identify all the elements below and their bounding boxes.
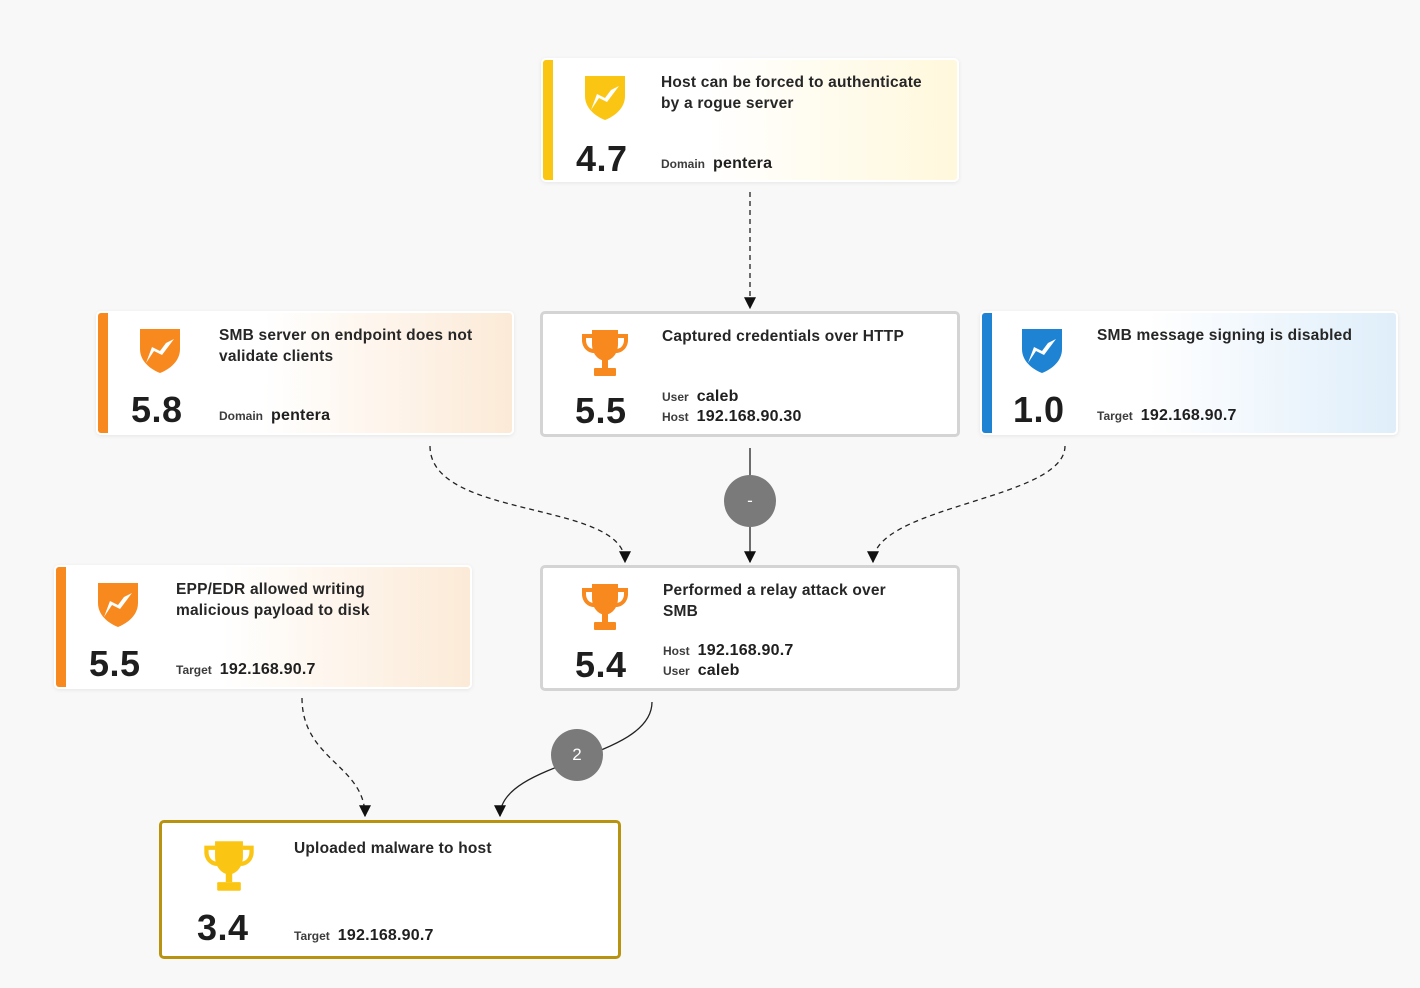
edge-smb-server-to-relay [429, 445, 631, 564]
score: 5.8 [131, 389, 183, 430]
node-title: Host can be forced to authenticate by a … [661, 74, 922, 112]
meta-row: Host 192.168.90.30 [662, 408, 802, 425]
meta-value: caleb [696, 388, 739, 405]
meta-key: Host [663, 644, 690, 658]
meta-value: 192.168.90.7 [337, 927, 434, 944]
meta-key: User [662, 390, 689, 404]
node-title: Performed a relay attack over SMB [663, 582, 886, 620]
trophy-icon [578, 580, 632, 634]
score: 5.5 [89, 643, 141, 684]
shield-icon [136, 325, 184, 375]
node-relay-attack[interactable]: 5.4 Performed a relay attack over SMB Ho… [540, 565, 960, 691]
shield-icon [94, 579, 142, 629]
node-meta: Target 192.168.90.7 [1097, 407, 1237, 424]
shield-icon [581, 72, 629, 122]
meta-value: 192.168.90.7 [697, 642, 794, 659]
node-captured-credentials[interactable]: 5.5 Captured credentials over HTTP User … [540, 311, 960, 437]
score: 5.4 [575, 644, 627, 685]
edge-badge-relay-to-upload[interactable]: 2 [551, 729, 603, 781]
edge-badge-credentials-to-relay[interactable]: - [724, 475, 776, 527]
node-title: EPP/EDR allowed writing malicious payloa… [176, 581, 370, 619]
score: 1.0 [1013, 389, 1065, 430]
meta-value: 192.168.90.7 [219, 661, 316, 678]
score: 5.5 [575, 390, 627, 431]
meta-value: 192.168.90.7 [1140, 407, 1237, 424]
meta-value: pentera [713, 155, 773, 172]
meta-value: pentera [271, 407, 331, 424]
node-meta: Target 192.168.90.7 [294, 927, 434, 944]
meta-key: Target [176, 663, 212, 677]
node-uploaded-malware[interactable]: 3.4 Uploaded malware to host Target 192.… [159, 820, 621, 959]
node-title: SMB message signing is disabled [1097, 327, 1353, 344]
node-meta: Host 192.168.90.7 User caleb [663, 642, 794, 679]
node-host-forced-auth[interactable]: 4.7 Host can be forced to authenticate b… [541, 58, 959, 182]
meta-row: User caleb [663, 662, 794, 679]
node-meta: Target 192.168.90.7 [176, 661, 316, 678]
meta-row: Target 192.168.90.7 [1097, 407, 1237, 424]
node-title: SMB server on endpoint does not validate… [219, 327, 473, 365]
trophy-icon [200, 837, 258, 895]
meta-key: Host [662, 410, 689, 424]
node-smb-signing-disabled[interactable]: 1.0 SMB message signing is disabled Targ… [980, 311, 1398, 435]
edge-epp-edr-to-upload [301, 697, 371, 818]
meta-value: caleb [697, 662, 740, 679]
meta-value: 192.168.90.30 [696, 408, 802, 425]
meta-key: Domain [661, 157, 706, 171]
shield-icon [1018, 325, 1066, 375]
meta-row: Target 192.168.90.7 [294, 927, 434, 944]
meta-key: Target [294, 929, 330, 943]
node-meta: User caleb Host 192.168.90.30 [662, 388, 802, 425]
meta-key: Domain [219, 409, 264, 423]
node-title: Captured credentials over HTTP [662, 328, 905, 345]
score: 4.7 [576, 138, 628, 179]
node-title: Uploaded malware to host [294, 840, 492, 857]
edge-smb-signing-to-relay [867, 445, 1066, 564]
node-epp-edr-allowed[interactable]: 5.5 EPP/EDR allowed writing malicious pa… [54, 565, 472, 689]
meta-row: User caleb [662, 388, 802, 405]
meta-row: Domain pentera [661, 155, 772, 172]
score: 3.4 [197, 907, 249, 948]
meta-row: Host 192.168.90.7 [663, 642, 794, 659]
node-meta: Domain pentera [661, 155, 772, 172]
meta-key: Target [1097, 409, 1133, 423]
node-smb-server-no-validate[interactable]: 5.8 SMB server on endpoint does not vali… [96, 311, 514, 435]
meta-row: Domain pentera [219, 407, 330, 424]
trophy-icon [578, 326, 632, 380]
meta-key: User [663, 664, 690, 678]
node-meta: Domain pentera [219, 407, 330, 424]
meta-row: Target 192.168.90.7 [176, 661, 316, 678]
